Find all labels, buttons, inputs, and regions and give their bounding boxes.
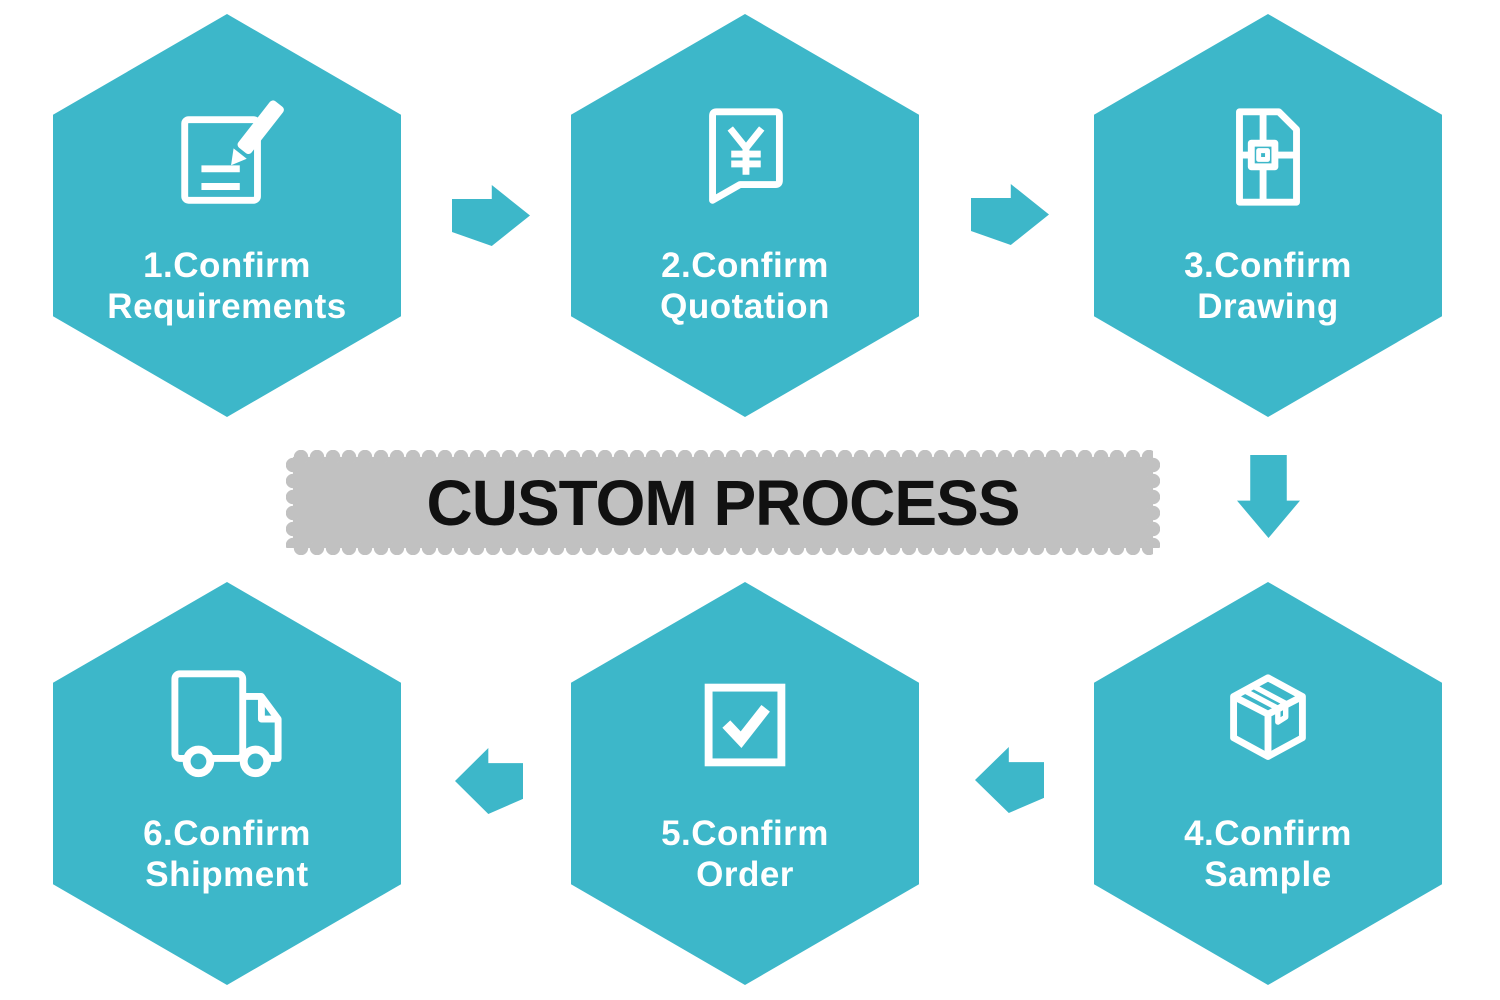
delivery-truck-icon bbox=[171, 670, 282, 778]
step-label: 1.Confirm Requirements bbox=[53, 245, 401, 327]
arrow-left-step5-to-step6 bbox=[455, 748, 523, 814]
step-label: 2.Confirm Quotation bbox=[571, 245, 919, 327]
yen-quote-bubble-icon bbox=[709, 108, 783, 204]
stamp-perforation-top bbox=[293, 450, 1153, 464]
step-hexagon-1: 1.Confirm Requirements bbox=[53, 14, 401, 417]
step-line2: Drawing bbox=[1197, 287, 1339, 326]
step-hexagon-5: 5.Confirm Order bbox=[571, 582, 919, 985]
step-line2: Sample bbox=[1204, 855, 1332, 894]
step-label: 6.Confirm Shipment bbox=[53, 813, 401, 895]
arrow-left-step4-to-step5 bbox=[975, 747, 1044, 813]
package-box-icon bbox=[1230, 674, 1306, 760]
step-hexagon-6: 6.Confirm Shipment bbox=[53, 582, 401, 985]
step-line1: 2.Confirm bbox=[661, 246, 829, 285]
banner-title: CUSTOM PROCESS bbox=[426, 466, 1021, 539]
arrow-down-step3-to-step4 bbox=[1237, 455, 1300, 538]
step-line1: 3.Confirm bbox=[1184, 246, 1352, 285]
step-line2: Order bbox=[696, 855, 794, 894]
step-hexagon-3: 3.Confirm Drawing bbox=[1094, 14, 1442, 417]
blueprint-drawing-icon bbox=[1236, 108, 1300, 206]
step-label: 4.Confirm Sample bbox=[1094, 813, 1442, 895]
stamp-perforation-bottom bbox=[293, 541, 1153, 555]
step-line2: Requirements bbox=[107, 287, 347, 326]
arrow-right-step2-to-step3 bbox=[971, 184, 1049, 245]
arrow-right-step1-to-step2 bbox=[452, 185, 530, 246]
step-line2: Quotation bbox=[660, 287, 830, 326]
step-line1: 5.Confirm bbox=[661, 814, 829, 853]
stamp-perforation-right bbox=[1146, 457, 1160, 548]
step-label: 3.Confirm Drawing bbox=[1094, 245, 1442, 327]
step-line1: 1.Confirm bbox=[143, 246, 311, 285]
stamp-perforation-left bbox=[286, 457, 300, 548]
step-line1: 4.Confirm bbox=[1184, 814, 1352, 853]
step-label: 5.Confirm Order bbox=[571, 813, 919, 895]
checkbox-check-icon bbox=[704, 683, 786, 767]
document-pencil-icon bbox=[181, 100, 284, 204]
step-line1: 6.Confirm bbox=[143, 814, 311, 853]
step-hexagon-4: 4.Confirm Sample bbox=[1094, 582, 1442, 985]
custom-process-banner: CUSTOM PROCESS bbox=[286, 450, 1160, 555]
step-line2: Shipment bbox=[145, 855, 309, 894]
step-hexagon-2: 2.Confirm Quotation bbox=[571, 14, 919, 417]
